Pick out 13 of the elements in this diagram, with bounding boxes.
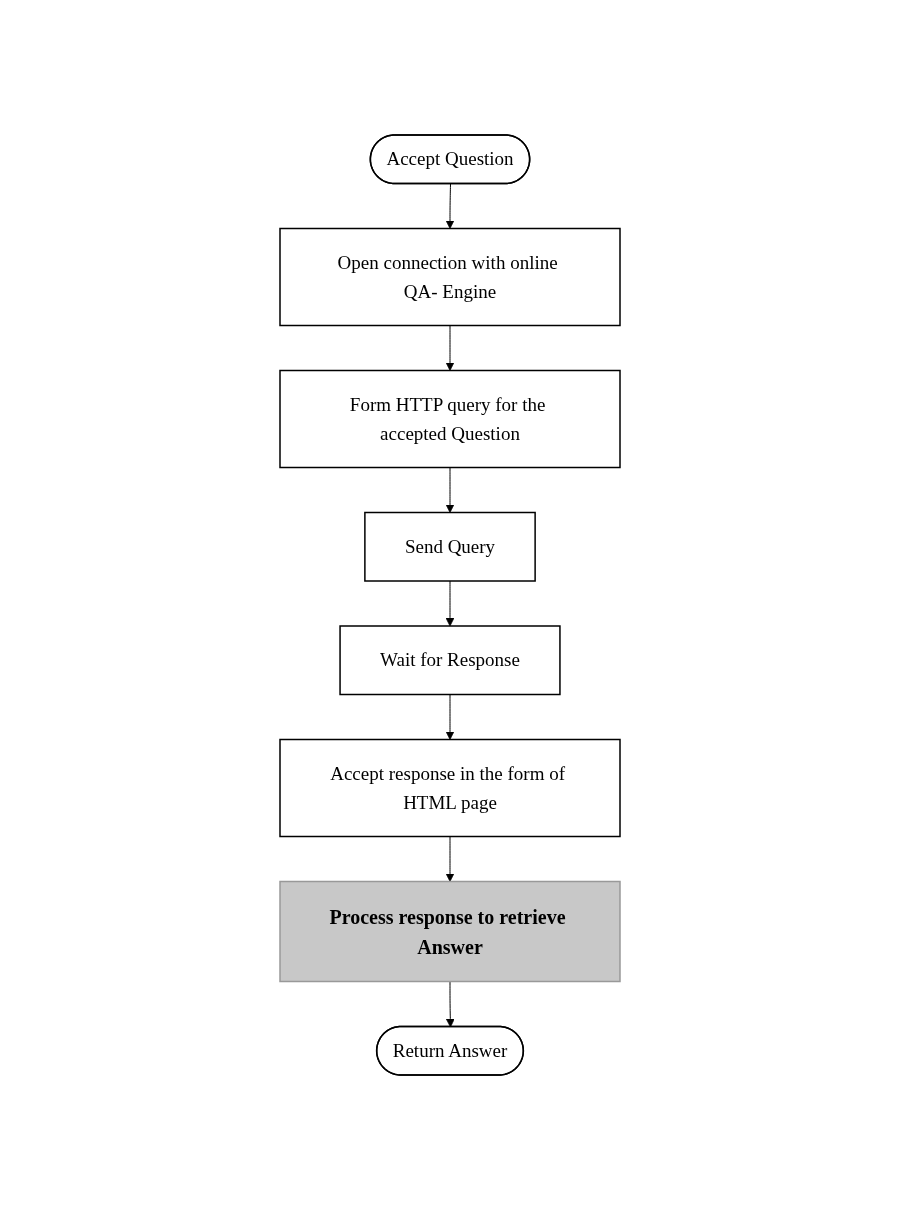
arrow: [445, 325, 454, 371]
node-box: Accept response in the form of HTML page: [278, 738, 621, 838]
arrow: [445, 467, 454, 513]
arrow: [445, 694, 454, 740]
arrow: [445, 981, 455, 1028]
node-box: Open connection with online QA- Engine: [278, 227, 621, 327]
arrow: [445, 183, 454, 229]
arrow: [445, 836, 454, 882]
node-box: Wait for Response: [338, 625, 561, 696]
node-box: Form HTTP query for the accepted Question: [278, 369, 621, 469]
arrow: [445, 580, 454, 627]
node-box: Process response to retrieve Answer: [278, 880, 621, 983]
node-box: Send Query: [363, 511, 536, 582]
